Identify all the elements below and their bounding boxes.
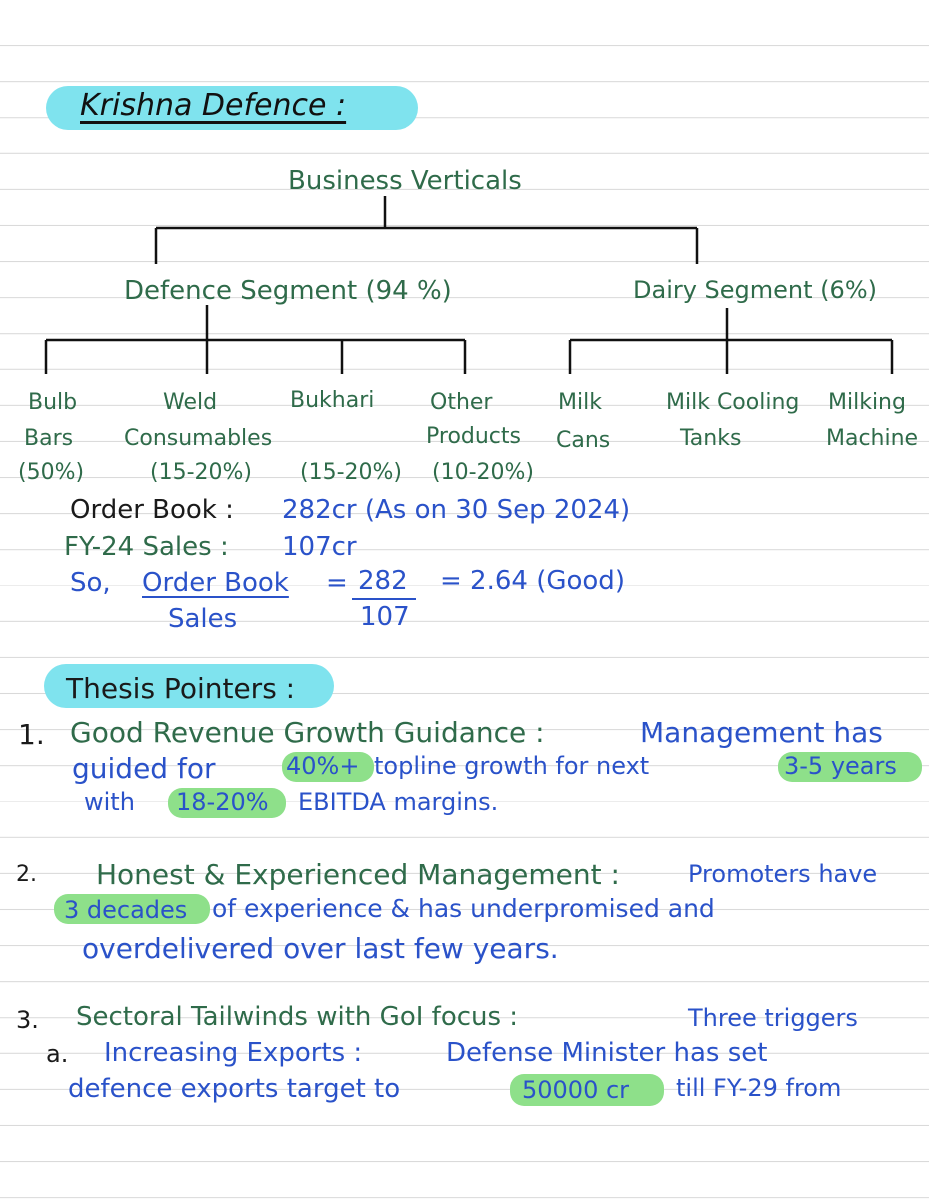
thesis-heading-highlight [44,664,334,708]
defence-item-other-l1: Other [430,390,493,415]
ratio-so: So, [70,568,111,598]
ratio-denominator: 107 [360,602,410,632]
point-1-text-1: Management has [640,716,883,749]
highlight-40pct [282,752,374,782]
point-1-line-2a: guided for [72,752,216,785]
highlight-18-20pct [168,788,286,818]
point-1-line-2b: topline growth for next [374,752,650,780]
dairy-item-cans-l2: Cans [556,428,611,453]
point-3-text-1: Three triggers [688,1004,858,1032]
fy24-sales-label: FY-24 Sales : [64,532,229,562]
defence-item-other-l2: Products [426,424,521,449]
point-3a-highlight-1: 50000 cr [522,1076,630,1104]
dairy-item-machine-l1: Milking [828,390,906,415]
point-1-line-3a: with [84,788,135,816]
tree-connectors [44,196,894,374]
fy24-sales-value: 107cr [282,532,357,562]
page-title: Krishna Defence : [80,88,347,123]
point-2-highlight-1: 3 decades [64,896,188,924]
dairy-segment-label: Dairy Segment (6%) [633,276,877,304]
dairy-item-tanks-l2: Tanks [680,426,742,451]
highlight-3-decades [54,894,210,924]
ratio-denominator-label: Sales [168,604,238,634]
point-3a-letter: a. [46,1040,69,1068]
point-1-highlight-2: 3-5 years [784,752,897,780]
point-3a-title: Increasing Exports : [104,1038,363,1068]
dairy-item-cans-l1: Milk [558,390,602,415]
thesis-heading: Thesis Pointers : [66,672,296,705]
order-book-label: Order Book : [70,495,234,525]
point-2-line-3: overdelivered over last few years. [82,932,559,965]
point-2-number: 2. [16,862,37,887]
ratio-numerator: 282 [358,566,408,596]
defence-item-weld-l3: (15-20%) [150,460,252,485]
dairy-item-tanks-l1: Milk Cooling [666,390,800,415]
point-3a-text-1: Defense Minister has set [446,1038,768,1068]
defence-item-bulb-l3: (50%) [18,460,85,485]
fraction-bar [352,598,416,600]
order-book-value: 282cr (As on 30 Sep 2024) [282,495,631,525]
point-3a-line-2b: till FY-29 from [676,1074,842,1102]
defence-item-weld-l2: Consumables [124,426,273,451]
ratio-equals: = [326,568,348,598]
defence-segment-label: Defence Segment (94 %) [124,276,452,306]
defence-item-weld-l1: Weld [163,390,218,415]
point-2-line-2: of experience & has underpromised and [212,894,715,923]
highlight-50000cr [510,1074,664,1106]
defence-item-other-l3: (10-20%) [432,460,534,485]
point-1-highlight-1: 40%+ [286,752,360,780]
point-1-number: 1. [18,718,45,751]
point-3a-line-2a: defence exports target to [68,1074,401,1104]
ratio-numerator-label: Order Book [142,568,289,598]
ratio-result: = 2.64 (Good) [440,566,625,596]
highlight-3-5-years [778,752,922,782]
point-1-highlight-3: 18-20% [176,788,269,816]
defence-item-bulb-l1: Bulb [28,390,78,415]
point-1-title: Good Revenue Growth Guidance : [70,716,545,749]
defence-item-bukhari-l1: Bukhari [290,388,375,413]
title-highlight [46,86,418,130]
point-1-line-3b: EBITDA margins. [298,788,499,816]
defence-item-bulb-l2: Bars [24,426,74,451]
point-3-title: Sectoral Tailwinds with GoI focus : [76,1002,519,1032]
defence-item-bukhari-l3: (15-20%) [300,460,402,485]
point-2-text-1: Promoters have [688,860,878,888]
point-3-number: 3. [16,1006,39,1034]
dairy-item-machine-l2: Machine [826,426,919,451]
tree-root-label: Business Verticals [288,166,522,196]
point-2-title: Honest & Experienced Management : [96,858,620,891]
